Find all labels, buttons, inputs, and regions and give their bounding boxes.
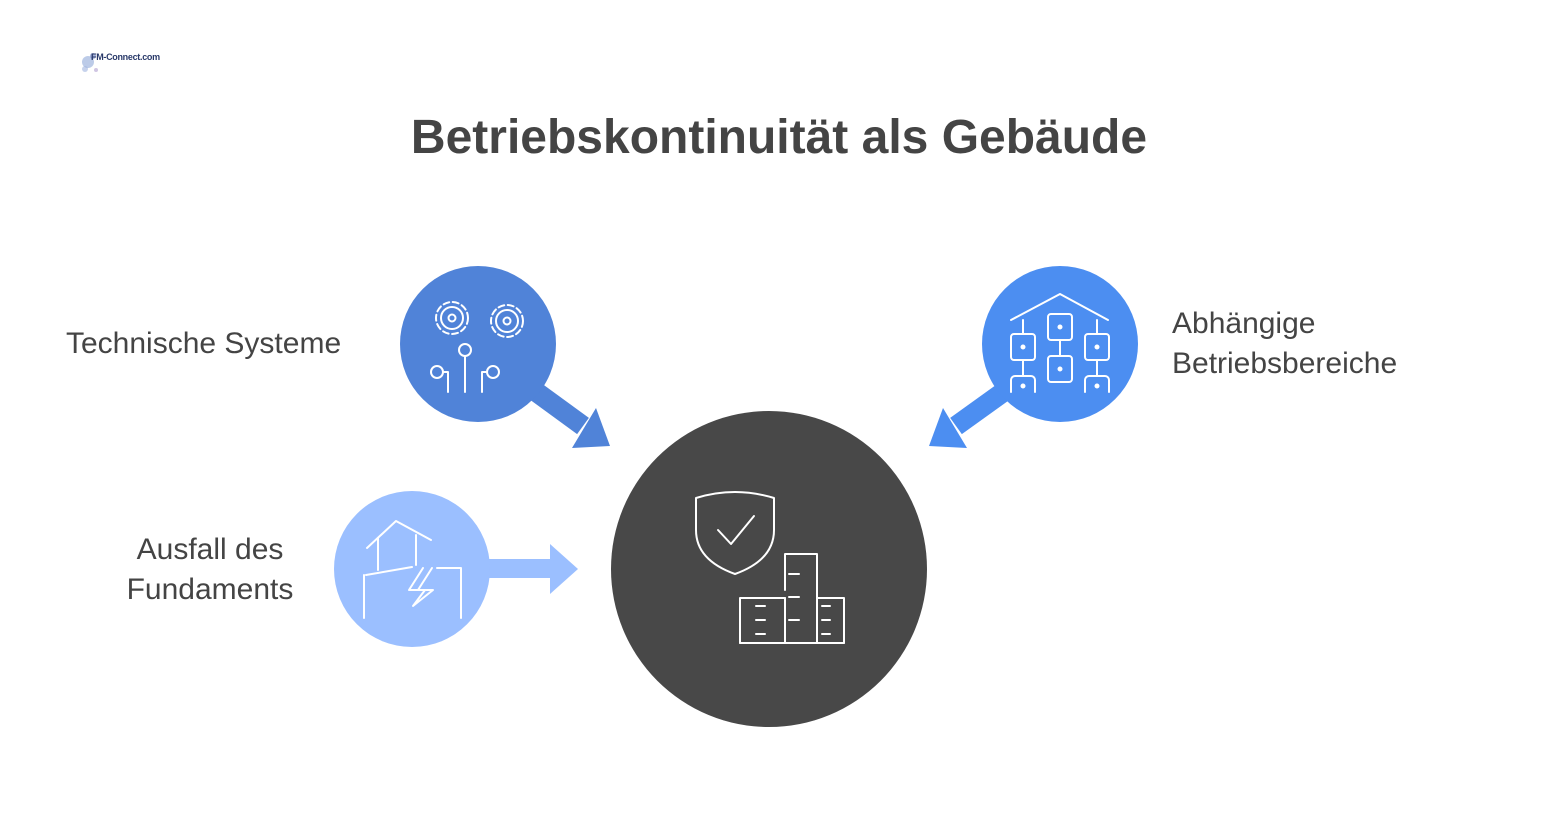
technical-systems-circle (400, 266, 556, 422)
logo-splash-icon (82, 53, 98, 72)
cracked-house-icon (363, 520, 462, 619)
node-dependent-areas (982, 266, 1138, 422)
dependent-areas-label: Abhängige Betriebsbereiche (1172, 307, 1398, 380)
foundation-failure-label: Ausfall des Fundaments (126, 533, 294, 606)
node-technical-systems (400, 266, 556, 422)
gears-circuit-icon (430, 301, 524, 393)
page-title: Betriebskontinuität als Gebäude (410, 111, 1148, 164)
fm-connect-logo: FM-Connect.com (80, 48, 160, 76)
arrow-foundation-to-center (480, 544, 578, 594)
building-network-icon (1010, 293, 1110, 393)
shield-check-buildings-icon (695, 491, 845, 644)
node-foundation-failure (334, 491, 490, 647)
technical-systems-label: Technische Systeme (66, 327, 342, 360)
center-circle (611, 411, 927, 727)
foundation-failure-circle (334, 491, 490, 647)
node-center (611, 411, 927, 727)
logo-text: FM-Connect.com (91, 52, 160, 62)
